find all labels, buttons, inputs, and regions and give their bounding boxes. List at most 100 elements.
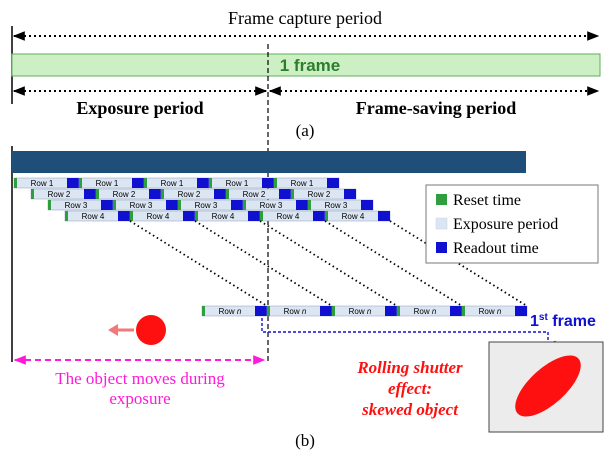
readout-segment <box>361 200 373 210</box>
row-n-block: Row n <box>266 305 333 317</box>
reset-segment <box>202 306 205 316</box>
rolling-shutter-line3: skewed object <box>361 400 459 419</box>
legend-exposure-label: Exposure period <box>453 216 558 233</box>
reset-segment <box>243 200 246 210</box>
readout-segment <box>101 200 113 210</box>
row-label: Row n <box>284 307 307 316</box>
readout-segment <box>166 200 178 210</box>
reset-segment <box>274 178 277 188</box>
readout-segment <box>296 200 308 210</box>
exposure-period-label: Exposure period <box>76 98 203 118</box>
row-block: Row 3 <box>47 199 114 211</box>
row-block: Row 2 <box>225 188 292 200</box>
reset-segment <box>130 211 133 221</box>
row-block: Row 1 <box>78 177 145 189</box>
first-frame-connector <box>261 318 556 348</box>
readout-segment <box>214 189 226 199</box>
row-block: Row 1 <box>273 177 340 189</box>
readout-segment <box>313 211 325 221</box>
row-label: Row n <box>414 307 437 316</box>
reset-segment <box>267 306 270 316</box>
row-label: Row 4 <box>82 212 105 221</box>
skewed-object <box>515 355 581 417</box>
row-n-block: Row n <box>331 305 398 317</box>
row-label: Row 1 <box>31 179 54 188</box>
readout-segment <box>118 211 130 221</box>
row-label: Row n <box>219 307 242 316</box>
reset-segment <box>462 306 465 316</box>
row-block: Row 4 <box>259 210 326 222</box>
motion-arrow-icon <box>108 324 118 336</box>
rolling-shutter-line1: Rolling shutter <box>356 358 463 377</box>
row-n-block: Row n <box>201 305 268 317</box>
object-moves-label-line2: exposure <box>109 389 170 408</box>
reset-segment <box>161 189 164 199</box>
readout-segment <box>132 178 144 188</box>
readout-segment <box>450 306 462 316</box>
reset-segment <box>325 211 328 221</box>
row-n-block: Row n <box>461 305 528 317</box>
row-label: Row 4 <box>212 212 235 221</box>
row-label: Row 1 <box>161 179 184 188</box>
row-label: Row 4 <box>277 212 300 221</box>
part-a: Frame capture period 1 frame Exposure pe… <box>11 8 601 140</box>
row-label: Row n <box>479 307 502 316</box>
readout-segment <box>279 189 291 199</box>
reset-segment <box>14 178 17 188</box>
reset-segment <box>397 306 400 316</box>
row-block: Row 2 <box>95 188 162 200</box>
reset-segment <box>209 178 212 188</box>
row-block: Row 3 <box>177 199 244 211</box>
frame-bar-label: 1 frame <box>280 56 340 75</box>
readout-segment <box>197 178 209 188</box>
row-label: Row 2 <box>113 190 136 199</box>
row-block: Row 4 <box>129 210 196 222</box>
readout-segment <box>255 306 267 316</box>
row-n-block: Row n <box>396 305 463 317</box>
row-block: Row 2 <box>290 188 357 200</box>
row-label: Row 2 <box>243 190 266 199</box>
caption-a: (a) <box>296 121 315 140</box>
row-block: Row 3 <box>112 199 179 211</box>
reset-segment <box>226 189 229 199</box>
row-label: Row 1 <box>226 179 249 188</box>
row-block: Row 3 <box>307 199 374 211</box>
row-n-group: Row n Row n Row n Row n Row n <box>201 305 528 317</box>
row-block: Row 1 <box>13 177 80 189</box>
frame-capture-period-label: Frame capture period <box>228 8 382 28</box>
row-block: Row 2 <box>30 188 97 200</box>
rolling-shutter-line2: effect: <box>388 379 432 398</box>
row-label: Row 1 <box>96 179 119 188</box>
reset-segment <box>144 178 147 188</box>
legend: Reset time Exposure period Readout time <box>425 184 599 264</box>
frame-saving-period-label: Frame-saving period <box>356 98 516 118</box>
first-frame-label: 1st frame <box>530 312 596 330</box>
row-block: Row 3 <box>242 199 309 211</box>
row-block: Row 1 <box>143 177 210 189</box>
reset-segment <box>113 200 116 210</box>
reset-segment <box>79 178 82 188</box>
readout-segment <box>67 178 79 188</box>
reset-segment <box>96 189 99 199</box>
reset-segment <box>332 306 335 316</box>
row-block: Row 4 <box>194 210 261 222</box>
readout-segment <box>385 306 397 316</box>
caption-b: (b) <box>295 431 315 450</box>
reset-segment <box>48 200 51 210</box>
row-label: Row 1 <box>291 179 314 188</box>
readout-segment <box>320 306 332 316</box>
moving-object <box>136 315 166 345</box>
row-shift-dotted-line <box>194 220 333 307</box>
reset-segment <box>260 211 263 221</box>
row-label: Row 2 <box>48 190 71 199</box>
readout-segment <box>515 306 527 316</box>
row-block: Row 4 <box>64 210 131 222</box>
row-label: Row 4 <box>147 212 170 221</box>
readout-segment <box>183 211 195 221</box>
reset-segment <box>291 189 294 199</box>
readout-segment <box>327 178 339 188</box>
row-label: Row 3 <box>65 201 88 210</box>
